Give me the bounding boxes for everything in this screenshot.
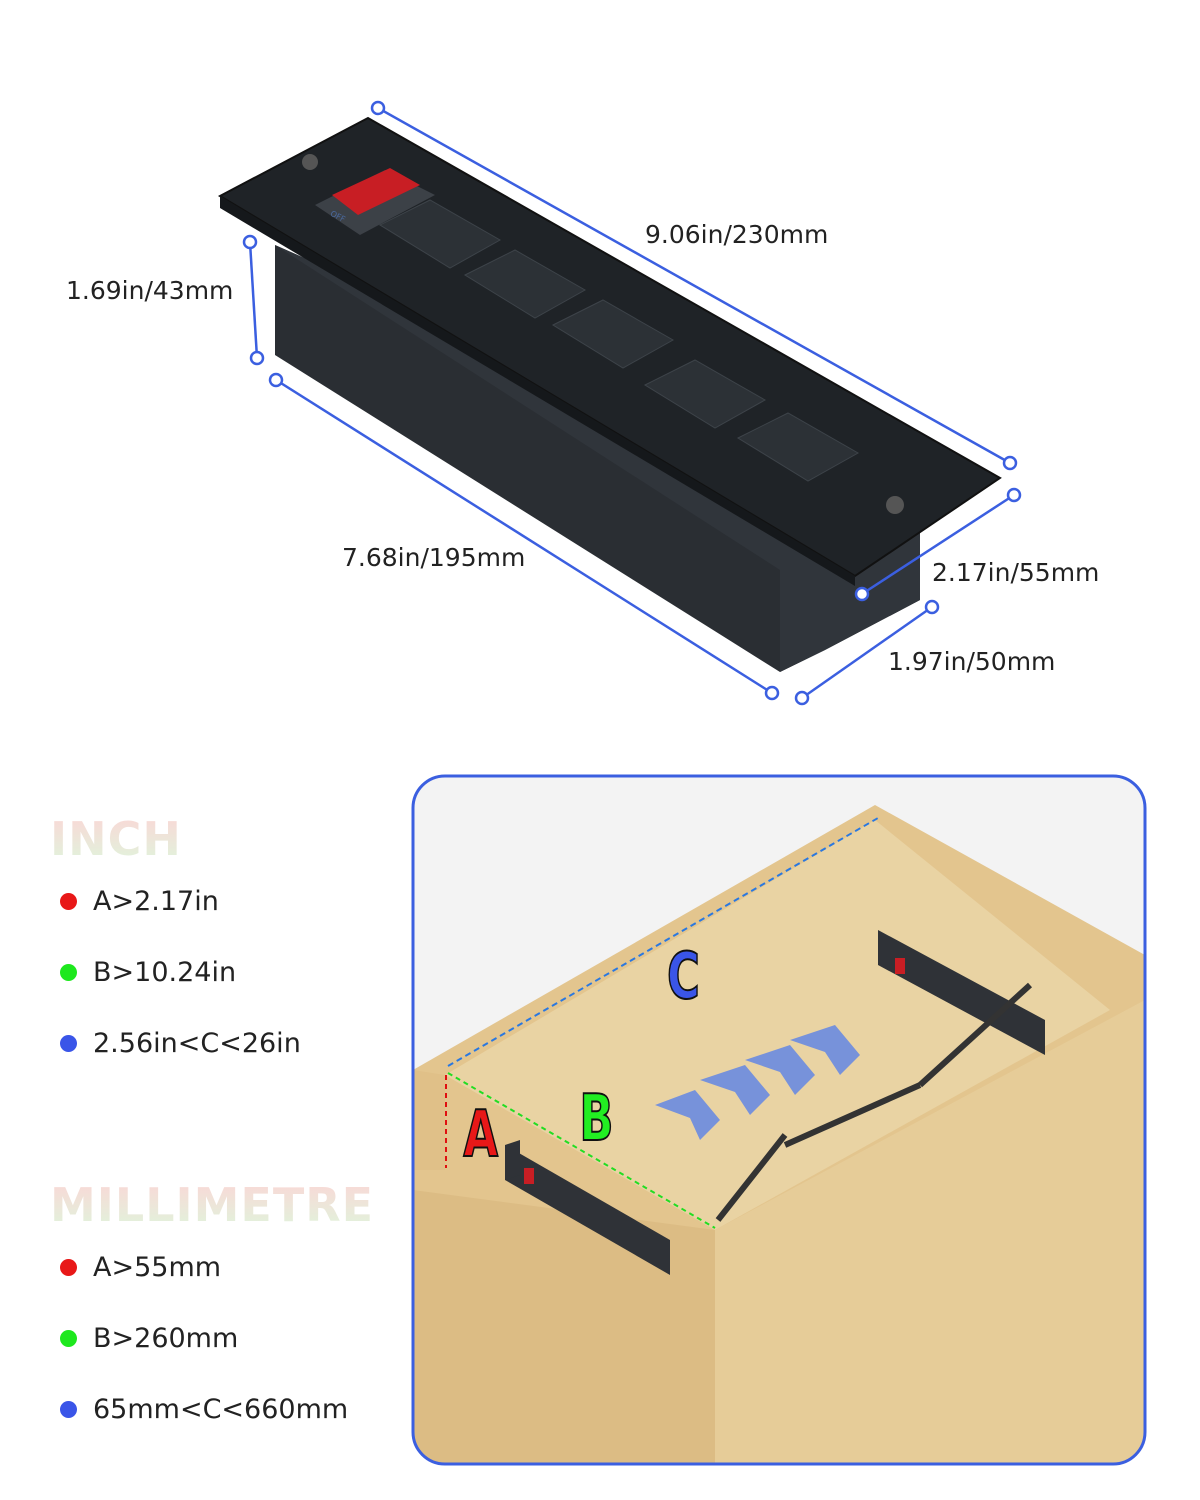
mm-item-a: A>55mm <box>60 1252 221 1283</box>
drawer-scene <box>413 776 1145 1464</box>
rocker-switch <box>315 168 435 235</box>
mm-item-c: 65mm<C<660mm <box>60 1394 348 1425</box>
mm-item-b: B>260mm <box>60 1323 238 1354</box>
red-dot-icon <box>60 893 77 910</box>
red-dot-icon <box>60 1259 77 1276</box>
dim-length-top: 9.06in/230mm <box>645 220 829 249</box>
drawer-label-c: C <box>666 939 700 1015</box>
drawer-label-a: A <box>463 1097 499 1173</box>
inch-heading: INCH <box>50 812 182 866</box>
blue-dot-icon <box>60 1035 77 1052</box>
green-dot-icon <box>60 1330 77 1347</box>
inch-item-a: A>2.17in <box>60 886 219 917</box>
drawer-label-b: B <box>579 1081 615 1157</box>
dim-width-top: 2.17in/55mm <box>932 558 1100 587</box>
outlets <box>378 199 860 482</box>
inch-item-b: B>10.24in <box>60 957 236 988</box>
green-dot-icon <box>60 964 77 981</box>
dim-width-bottom: 1.97in/50mm <box>888 647 1056 676</box>
drawer-frame <box>411 774 1147 1466</box>
dim-height: 1.69in/43mm <box>66 276 234 305</box>
power-strip <box>217 116 1002 672</box>
blue-dot-icon <box>60 1401 77 1418</box>
dimension-lines <box>242 100 1022 706</box>
direction-arrows-icon <box>655 1025 860 1140</box>
mm-heading: MILLIMETRE <box>50 1178 375 1232</box>
inch-item-c: 2.56in<C<26in <box>60 1028 301 1059</box>
dim-length-bottom: 7.68in/195mm <box>342 543 526 572</box>
